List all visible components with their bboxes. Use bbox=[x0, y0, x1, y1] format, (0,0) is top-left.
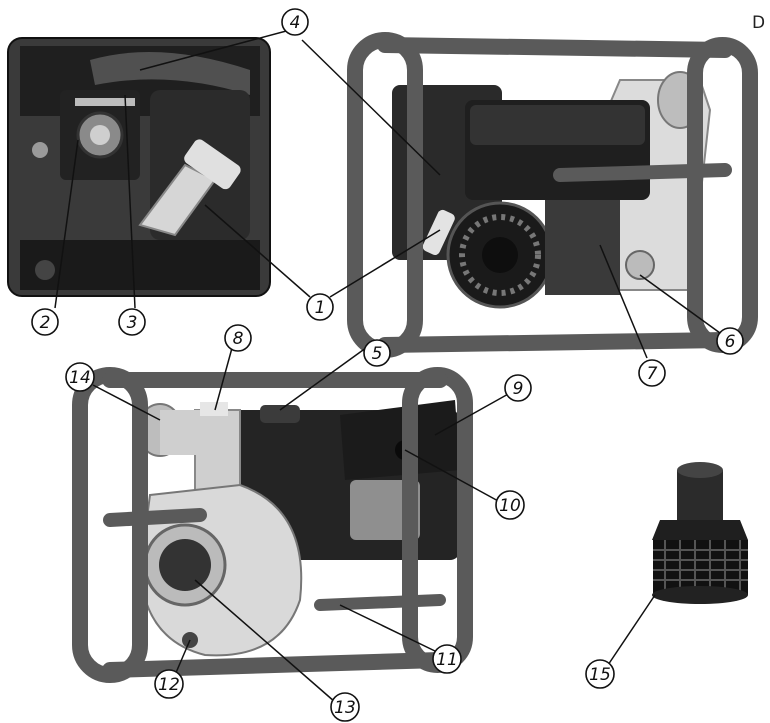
callout-circle bbox=[716, 327, 744, 355]
callout-circle bbox=[504, 374, 532, 402]
callout-6: 6 bbox=[716, 327, 744, 355]
callout-circle bbox=[224, 324, 252, 352]
callout-number: 6 bbox=[725, 332, 736, 352]
callout-circle bbox=[585, 659, 615, 689]
callout-number: 2 bbox=[40, 313, 51, 333]
callout-circle bbox=[495, 490, 525, 520]
callout-circle bbox=[118, 308, 146, 336]
callout-number: 12 bbox=[158, 675, 180, 695]
leader-line-11 bbox=[339, 604, 438, 653]
callout-circle bbox=[330, 692, 360, 722]
leader-line-14 bbox=[92, 384, 161, 421]
callout-12: 12 bbox=[154, 669, 184, 699]
inset-closeup bbox=[7, 37, 271, 297]
callout-number: 9 bbox=[513, 379, 524, 399]
callout-13: 13 bbox=[330, 692, 360, 722]
callout-11: 11 bbox=[432, 644, 462, 674]
suction-strainer bbox=[652, 462, 748, 604]
leader-line-2 bbox=[54, 139, 79, 309]
leader-lines bbox=[54, 29, 721, 703]
callout-circle bbox=[432, 644, 462, 674]
leader-line-8 bbox=[214, 347, 233, 411]
leader-line-6 bbox=[639, 274, 721, 334]
callout-number: 13 bbox=[334, 698, 356, 718]
callout-8: 8 bbox=[224, 324, 252, 352]
callout-3: 3 bbox=[118, 308, 146, 336]
callout-circle bbox=[154, 669, 184, 699]
leader-line-15 bbox=[607, 594, 656, 666]
leader-line-10 bbox=[404, 449, 501, 503]
callout-5: 5 bbox=[363, 339, 391, 367]
callout-number: 4 bbox=[290, 13, 301, 33]
callout-7: 7 bbox=[638, 359, 666, 387]
callout-4: 4 bbox=[281, 8, 309, 36]
pump-front-view bbox=[347, 32, 758, 358]
callout-number: 3 bbox=[127, 313, 138, 333]
callout-number: 11 bbox=[436, 650, 458, 670]
leader-line-1b bbox=[329, 229, 441, 298]
callout-circle bbox=[281, 8, 309, 36]
pump-side-view bbox=[72, 367, 473, 683]
corner-mark: D bbox=[752, 13, 765, 33]
callout-circle bbox=[306, 293, 334, 321]
leader-line-7 bbox=[599, 244, 648, 359]
callout-9: 9 bbox=[504, 374, 532, 402]
callout-circle bbox=[31, 308, 59, 336]
leader-line-5 bbox=[279, 344, 371, 411]
leader-line-1a bbox=[204, 204, 311, 298]
callout-number: 8 bbox=[233, 329, 244, 349]
callout-15: 15 bbox=[585, 659, 615, 689]
leader-line-3 bbox=[124, 94, 136, 309]
callout-circle bbox=[65, 362, 95, 392]
callout-number: 15 bbox=[589, 665, 611, 685]
callout-circle bbox=[363, 339, 391, 367]
leader-line-13 bbox=[194, 579, 336, 703]
callout-number: 14 bbox=[69, 368, 91, 388]
callout-number: 1 bbox=[315, 298, 326, 318]
leader-line-4b bbox=[301, 39, 441, 176]
leader-line-4a bbox=[139, 29, 291, 71]
callout-circle bbox=[638, 359, 666, 387]
leader-line-9 bbox=[434, 392, 511, 436]
callout-1: 1 bbox=[306, 293, 334, 321]
callout-number: 7 bbox=[647, 364, 658, 384]
callout-number: 10 bbox=[499, 496, 521, 516]
callout-number: 5 bbox=[372, 344, 383, 364]
callout-14: 14 bbox=[65, 362, 95, 392]
callout-10: 10 bbox=[495, 490, 525, 520]
leader-line-12 bbox=[174, 639, 191, 676]
callout-2: 2 bbox=[31, 308, 59, 336]
